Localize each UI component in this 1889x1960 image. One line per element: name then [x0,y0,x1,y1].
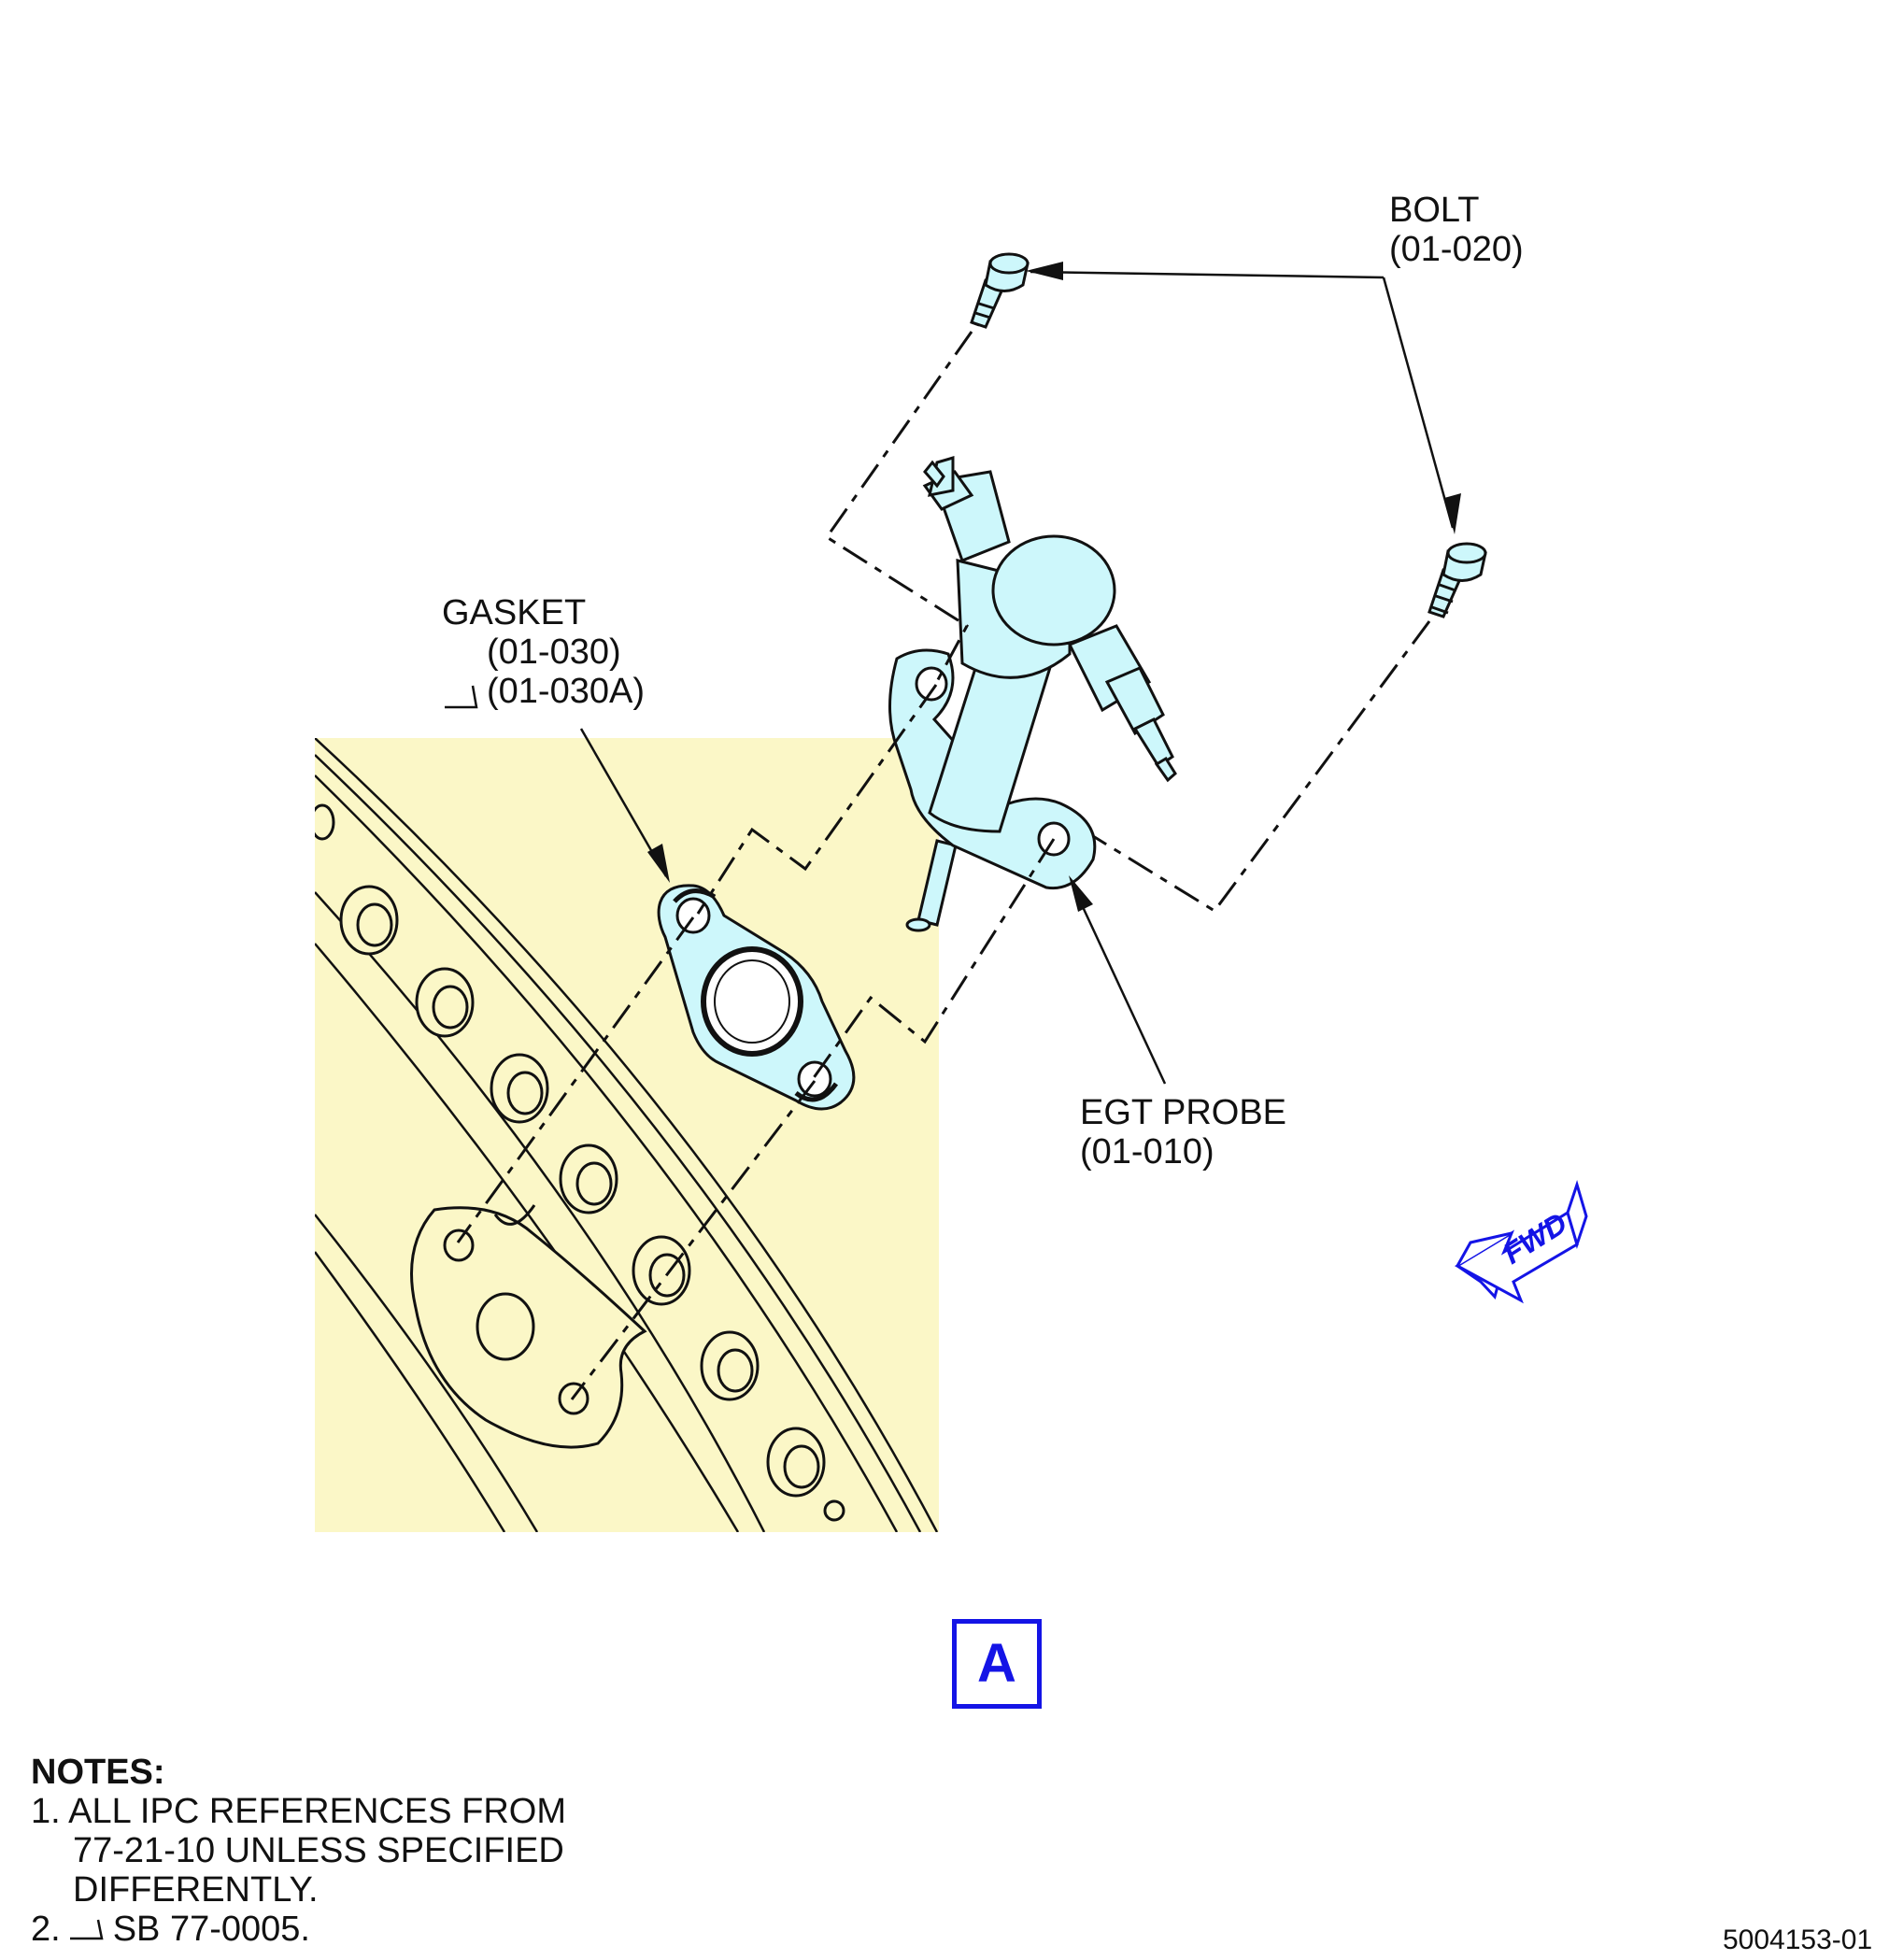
forward-direction-arrow [1454,1179,1588,1304]
gasket-part [657,884,856,1111]
gasket-ref: (01-030) [487,632,621,672]
bolt-lower [1427,542,1487,618]
bolt-ref: (01-020) [1389,230,1524,269]
note-number: 2. [31,1910,61,1949]
bolt-name: BOLT [1389,191,1480,230]
egt-probe-part [888,455,1177,932]
egt-probe-ref: (01-010) [1080,1132,1214,1172]
gasket-label: GASKET (01-030) (01-030A) [442,593,645,711]
gasket-ref-alt: (01-030A) [487,672,645,711]
egt-probe-name: EGT PROBE [1080,1093,1287,1132]
note-number: 1. [31,1792,61,1831]
figure-id: 5004153-01 [1723,1924,1873,1955]
egt-probe-label: EGT PROBE (01-010) [1080,1093,1286,1172]
note-item-2: 2. SB 77-0005. [31,1910,566,1949]
gasket-name: GASKET [442,593,587,632]
note-line: SB 77-0005. [112,1910,310,1949]
case-boss-holes [315,803,845,1522]
change-delta-symbol [69,1919,104,1940]
change-delta-symbol [445,685,478,709]
note-line: DIFFERENTLY. [73,1870,319,1910]
engine-case [315,738,939,1532]
note-item-1: 1. ALL IPC REFERENCES FROM [31,1792,566,1831]
note-line: 77-21-10 UNLESS SPECIFIED [73,1831,564,1870]
view-letter-box: A [952,1619,1042,1709]
notes-block: NOTES: 1. ALL IPC REFERENCES FROM 77-21-… [31,1753,566,1949]
leader-arrowheads [647,262,1461,912]
bolt-upper [970,252,1030,329]
assembly-center-lines [456,331,1431,1400]
notes-title: NOTES: [31,1753,165,1792]
leader-lines [579,270,1455,1085]
note-line: ALL IPC REFERENCES FROM [68,1792,566,1831]
bolt-label: BOLT (01-020) [1389,191,1524,269]
